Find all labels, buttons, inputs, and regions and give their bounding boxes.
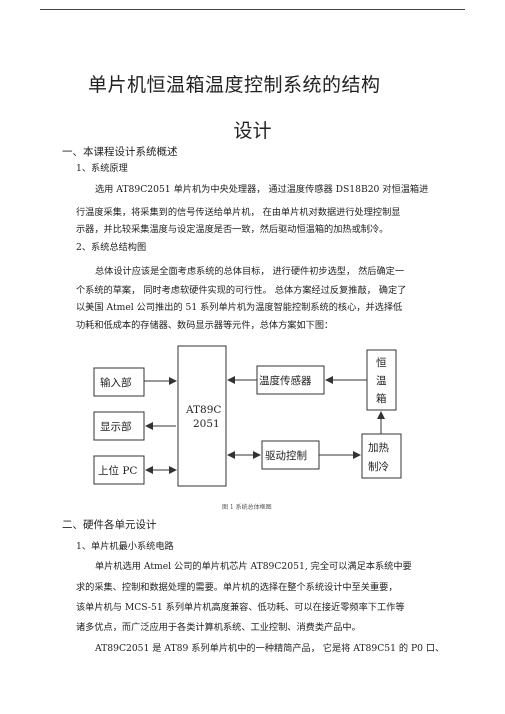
box-label-char1: 恒 [376,357,387,369]
subsection-heading-2-1: 1、单片机最小系统电路 [76,541,174,552]
figure-caption: 图 1 系统总体框图 [222,504,272,511]
section-heading-2: 二、硬件各单元设计 [62,519,157,531]
paragraph-line: 示器，并比较采集温度与设定温度是否一致，然后驱动恒温箱的加热或制冷。 [76,224,389,235]
pc-block [93,455,145,485]
paragraph-line: 以美国 Atmel 公司推出的 51 系列单片机为温度智能控制系统的核心，并选择… [76,302,403,313]
paragraph-line: 该单片机与 MCS-51 系列单片机高度兼容、低功耗、可以在接近零频率下工作等 [76,602,405,613]
paragraph-line: 总体设计应该是全面考虑系统的总体目标， 进行硬件初步选型， 然后确定一 [95,266,405,277]
paragraph-line: 单片机选用 Atmel 公司的单片机芯片 AT89C2051, 完全可以满足本系… [95,561,412,572]
paragraph-line: 选用 AT89C2051 单片机为中央处理器， 通过温度传感器 DS18B20 … [95,184,429,195]
paragraph-line: 求的采集、控制和数据处理的需要。单片机的选择在整个系统设计中至关重要， [76,582,398,593]
driver-block-label: 驱动控制 [265,450,307,462]
input-block [93,367,145,397]
display-block [93,411,145,441]
section-heading-1: 一、本课程设计系统概述 [62,146,178,158]
display-block-label: 显示部 [100,421,132,433]
sensor-block-label: 温度传感器 [259,375,312,387]
heat-label-line2: 制冷 [368,461,389,473]
subsection-heading-1-1: 1、系统原理 [76,163,128,174]
mcu-label-line2: 2051 [193,418,220,430]
subsection-heading-1-2: 2、系统总结构图 [76,242,147,253]
paragraph-line: 诸多优点，而广泛应用于各类计算机系统、工业控制、消费类产品中。 [76,622,361,633]
mcu-label-line1: AT89C [186,404,222,416]
box-label-char2: 温 [376,375,387,387]
header-rule [40,9,465,10]
paragraph-line: 功耗和低成本的存储器、数码显示器等元件，总体方案如下图： [76,320,334,331]
doc-title-line1: 单片机恒温箱温度控制系统的结构 [88,74,381,96]
paragraph-line: 个系统的草案， 同时考虑软硬件实现的可行性。 总体方案经过反复推敲， 确定了 [76,285,407,296]
heat-label-line1: 加热 [368,442,389,454]
pc-block-label: 上位 PC [98,465,138,477]
paragraph-line: 行温度采集，将采集到的信号传送给单片机， 在由单片机对数据进行处理控制显 [76,207,401,218]
mcu-block [177,345,227,487]
doc-title-line2: 设计 [233,120,272,142]
paragraph-line: AT89C2051 是 AT89 系列单片机中的一种精简产品， 它是将 AT89… [95,643,445,654]
box-label-char3: 箱 [376,393,387,405]
input-block-label: 输入部 [100,377,132,389]
